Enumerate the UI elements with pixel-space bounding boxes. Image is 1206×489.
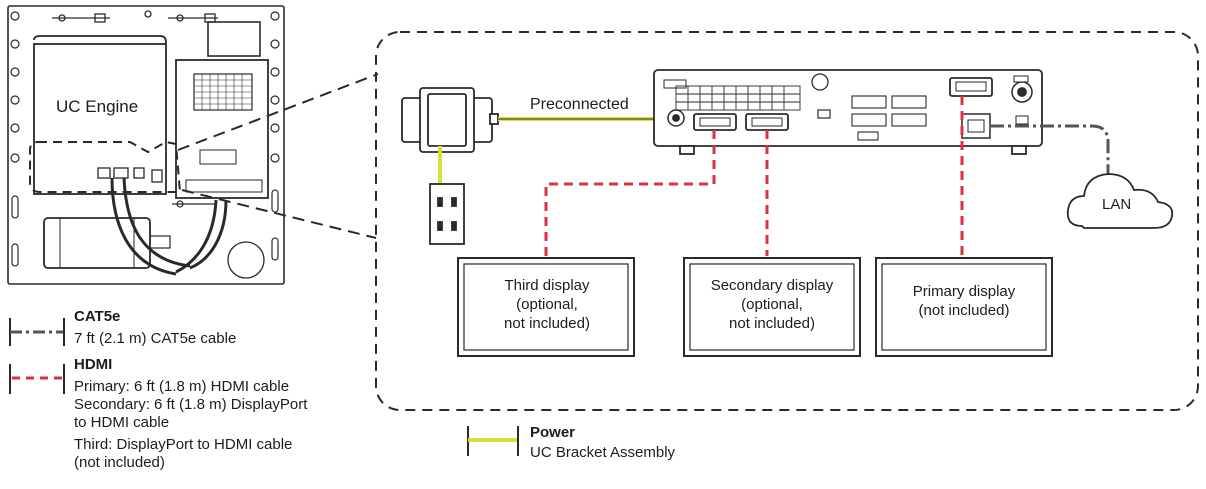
- secondary-display-line-3: not included): [729, 315, 815, 332]
- callout-frame: [375, 31, 1199, 411]
- legend-power-line-1: UC Bracket Assembly: [530, 444, 676, 461]
- secondary-display-line-2: (optional,: [741, 296, 803, 313]
- legend-cat5e-symbol: [9, 318, 65, 346]
- primary-display-line-1: Primary display: [912, 283, 1016, 300]
- primary-display-text: Primary display (not included): [882, 282, 1046, 320]
- uc-engine-label: UC Engine: [56, 97, 139, 116]
- enclosure-drawing: [7, 5, 285, 285]
- brick-connector: [149, 235, 171, 249]
- third-display-text: Third display (optional, not included): [466, 276, 628, 333]
- zoom-leader-bottom: [181, 189, 377, 239]
- cat5e-cable: [990, 124, 1110, 176]
- wall-outlet: [429, 183, 465, 245]
- legend-hdmi-line-5: (not included): [74, 454, 165, 471]
- third-display-line-3: not included): [504, 315, 590, 332]
- uc-engine-ports: [97, 167, 163, 183]
- enclosure-top-connectors: [52, 10, 218, 23]
- legend-hdmi-line-2: Secondary: 6 ft (1.8 m) DisplayPort: [74, 396, 308, 413]
- device-port-row: [185, 179, 263, 193]
- preconnected-label: Preconnected: [530, 96, 629, 113]
- bracket-device: [175, 59, 269, 199]
- enclosure-right-slots: [270, 11, 280, 261]
- enclosure-zoom-region: [29, 140, 182, 193]
- hdmi-cable-third: [544, 130, 716, 256]
- uc-engine-rear-panel: [653, 69, 1043, 155]
- enclosure-left-slots: [10, 11, 20, 267]
- legend-cat5e-line-1: 7 ft (2.1 m) CAT5e cable: [74, 330, 237, 347]
- power-supply: [401, 87, 499, 153]
- secondary-display-text: Secondary display (optional, not include…: [690, 276, 854, 333]
- legend-hdmi-symbol: [9, 364, 65, 394]
- enclosure-frame: [7, 5, 285, 285]
- legend-hdmi-line-1: Primary: 6 ft (1.8 m) HDMI cable: [74, 378, 290, 395]
- legend-power-title: Power: [530, 424, 576, 441]
- legend-power-symbol: [467, 426, 519, 456]
- secondary-display-line-1: Secondary display: [710, 277, 834, 294]
- third-display-line-1: Third display: [504, 277, 590, 294]
- device-logo: [199, 149, 237, 165]
- zoom-leader-top: [177, 73, 379, 151]
- third-display-line-2: (optional,: [516, 296, 578, 313]
- display-frames: [457, 257, 1053, 357]
- legend-cat5e-title: CAT5e: [74, 308, 121, 325]
- device-vent-grid: [194, 74, 252, 110]
- legend-hdmi-line-3: to HDMI cable: [74, 414, 170, 431]
- uc-engine-box: [33, 43, 167, 195]
- hdmi-cables: [544, 96, 964, 256]
- enclosure-round-port: [227, 241, 265, 279]
- enclosure-label-plate: [207, 21, 261, 57]
- primary-display-line-2: (not included): [918, 302, 1010, 319]
- legend-hdmi-title: HDMI: [74, 356, 113, 373]
- legend-hdmi-line-4: Third: DisplayPort to HDMI cable: [74, 436, 293, 453]
- lan-cloud: [1066, 173, 1174, 229]
- lan-label: LAN: [1102, 196, 1132, 213]
